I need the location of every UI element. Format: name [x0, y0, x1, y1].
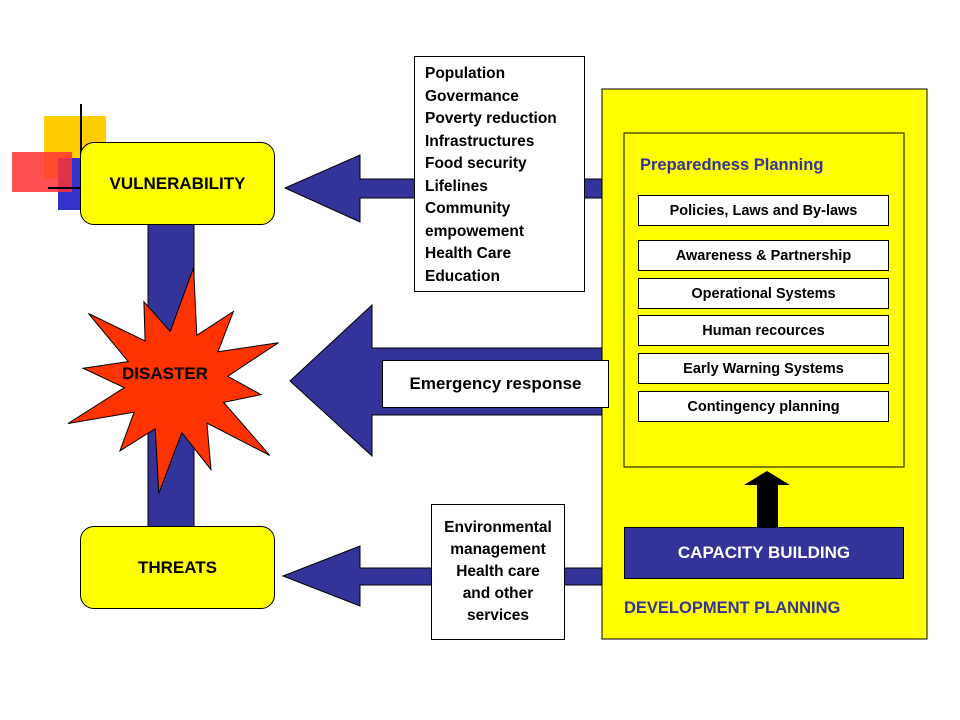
disaster-burst [67, 267, 279, 494]
factor-item: Poverty reduction [425, 110, 557, 127]
threats-label: THREATS [137, 557, 217, 577]
measure-item: services [466, 607, 530, 624]
factor-item: Health Care [425, 245, 512, 262]
decor-red-square [12, 152, 72, 192]
vulnerability-label: VULNERABILITY [109, 173, 246, 193]
factor-item: Infrastructures [425, 132, 535, 150]
emergency-response-label: Emergency response [409, 374, 582, 393]
factor-item: Community [425, 200, 511, 217]
threat-measures-box: Environmental management Health care and… [431, 504, 565, 640]
disaster-label: DISASTER [122, 364, 208, 383]
preparedness-item-label: Early Warning Systems [683, 360, 844, 377]
preparedness-item-label: Operational Systems [691, 285, 836, 302]
factor-item: Lifelines [425, 177, 488, 195]
preparedness-item-human-resources: Human recources [638, 315, 889, 346]
measure-item: Environmental [444, 519, 552, 536]
preparedness-item-label: Human recources [702, 322, 825, 339]
factor-item: Food security [425, 155, 527, 172]
arrow-up-capacity [744, 471, 790, 527]
preparedness-title: Preparedness Planning [640, 156, 824, 174]
factor-item: empowement [425, 222, 525, 240]
measure-item: management [450, 541, 546, 558]
preparedness-item-label: Awareness & Partnership [675, 247, 852, 264]
capacity-building-box: CAPACITY BUILDING [624, 527, 904, 579]
preparedness-item-contingency: Contingency planning [638, 391, 889, 422]
factor-item: Population [425, 65, 506, 82]
capacity-building-label: CAPACITY BUILDING [677, 543, 851, 562]
development-planning-label: DEVELOPMENT PLANNING [624, 599, 841, 617]
vulnerability-factors-box: Population Govermance Poverty reduction … [414, 56, 585, 292]
preparedness-item-policies: Policies, Laws and By-laws [638, 195, 889, 226]
factor-item: Govermance [425, 87, 519, 105]
emergency-response-box: Emergency response [382, 360, 609, 408]
preparedness-item-label: Policies, Laws and By-laws [669, 202, 858, 219]
preparedness-item-label: Contingency planning [687, 398, 840, 415]
measure-item: Health care [456, 563, 540, 580]
vulnerability-node: VULNERABILITY [80, 142, 275, 225]
preparedness-item-operational: Operational Systems [638, 278, 889, 309]
factor-item: Education [425, 267, 500, 285]
threats-node: THREATS [80, 526, 275, 609]
preparedness-item-early-warning: Early Warning Systems [638, 353, 889, 384]
preparedness-item-awareness: Awareness & Partnership [638, 240, 889, 271]
measure-item: and other [462, 585, 534, 602]
